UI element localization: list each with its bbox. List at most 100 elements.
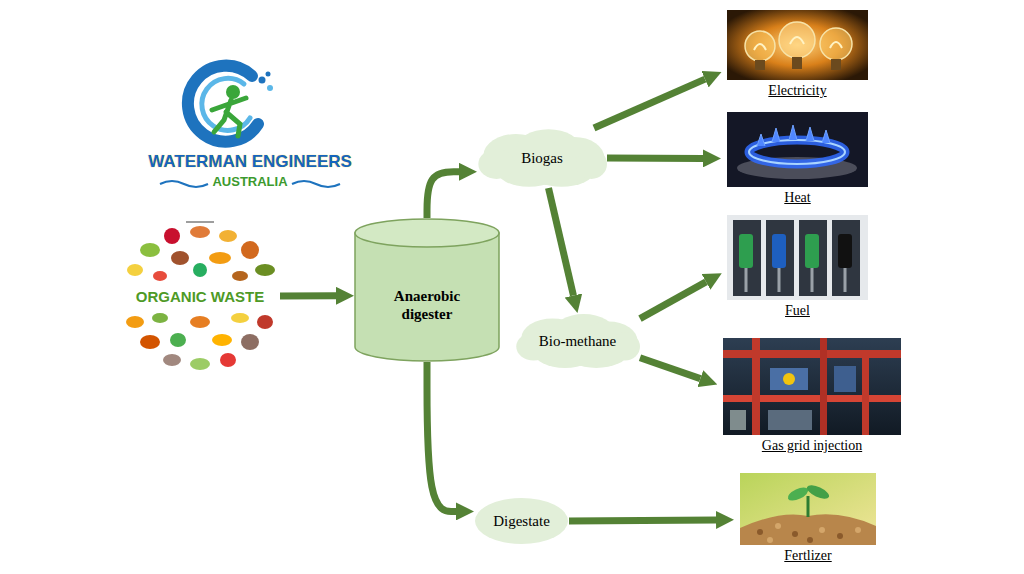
illustration-part xyxy=(837,533,843,539)
illustration-part xyxy=(266,72,271,77)
illustration-part xyxy=(792,531,798,537)
illustration-part xyxy=(755,60,765,70)
illustration-part xyxy=(805,482,831,501)
illustration-part xyxy=(723,350,901,358)
illustration-part xyxy=(820,338,827,435)
illustration-part xyxy=(739,234,753,268)
illustration-part xyxy=(259,77,266,84)
illustration-part xyxy=(730,410,746,430)
illustration-part xyxy=(171,251,189,265)
illustration-part xyxy=(232,271,248,281)
illustration-part xyxy=(862,350,869,435)
illustration-part xyxy=(292,181,340,187)
illustration-part xyxy=(257,315,273,329)
illustration-part xyxy=(219,230,237,242)
cylinder-node: Anaerobic digester xyxy=(354,218,500,362)
illustration-part xyxy=(727,10,868,80)
flow-arrow xyxy=(640,358,700,379)
illustration-part xyxy=(220,353,236,367)
flow-arrow xyxy=(569,520,716,521)
fuel-pump-photo xyxy=(727,215,868,300)
illustration-part xyxy=(241,241,259,259)
illustration-part xyxy=(855,527,861,533)
illustration-part xyxy=(188,66,258,142)
illustration-part xyxy=(255,264,275,276)
image-caption: Fuel xyxy=(785,303,810,319)
image-node: Gas grid injection xyxy=(723,338,901,435)
illustration-part xyxy=(757,125,830,146)
flow-arrow xyxy=(280,292,336,299)
illustration-part xyxy=(807,496,810,517)
illustration-part xyxy=(727,215,868,300)
illustration-part xyxy=(770,368,808,390)
illustration-part xyxy=(805,234,819,268)
illustration-part xyxy=(478,149,514,179)
image-caption: Electricity xyxy=(768,83,826,99)
node-label: Anaerobic digester xyxy=(381,287,473,323)
illustration-part xyxy=(152,313,168,323)
illustration-part xyxy=(209,252,231,264)
illustration-part xyxy=(160,181,208,187)
flow-arrow xyxy=(607,155,703,162)
image-node: Fuel xyxy=(727,215,868,300)
gas-flame-photo xyxy=(727,112,868,187)
flow-arrow xyxy=(427,172,459,218)
illustration-part xyxy=(190,316,210,328)
cloud-node: Biogas xyxy=(477,128,607,188)
illustration-part xyxy=(775,523,781,529)
illustration-part xyxy=(140,335,160,349)
food-illustration xyxy=(126,222,275,370)
node-label: Bio-methane xyxy=(539,333,616,350)
illustration-part xyxy=(163,354,181,366)
illustration-part xyxy=(576,149,607,179)
cloud-node: Bio-methane xyxy=(515,313,640,369)
illustration-part xyxy=(745,31,775,61)
illustration-part xyxy=(820,28,852,60)
illustration-part xyxy=(727,112,868,187)
illustration-part xyxy=(740,473,876,545)
illustration-part xyxy=(193,263,207,277)
node-label: ORGANIC WASTE xyxy=(133,288,267,305)
illustration-part xyxy=(838,234,852,268)
illustration-part xyxy=(186,221,214,223)
illustration-part xyxy=(754,37,842,50)
illustration-part xyxy=(190,358,210,370)
image-caption: Gas grid injection xyxy=(762,438,862,454)
logo-text: WATERMAN ENGINEERS xyxy=(148,152,352,172)
illustration-part xyxy=(475,498,568,544)
illustration-part xyxy=(834,366,856,392)
illustration-part xyxy=(126,316,144,328)
image-node: Fertlizer xyxy=(740,473,876,545)
image-caption: Heat xyxy=(784,190,810,206)
illustration-part xyxy=(772,234,786,268)
illustration-part xyxy=(792,57,802,69)
light-bulb-photo xyxy=(727,10,868,80)
image-node: Heat xyxy=(727,112,868,187)
illustration-part xyxy=(767,537,773,543)
gas-plant-photo xyxy=(723,338,901,435)
sprout-photo xyxy=(740,473,876,545)
illustration-part xyxy=(153,271,167,281)
illustration-part xyxy=(267,85,273,91)
illustration-part xyxy=(212,98,246,136)
illustration-part xyxy=(212,334,232,346)
illustration-part xyxy=(723,395,901,402)
illustration-part xyxy=(164,228,180,244)
flow-arrow xyxy=(640,282,706,319)
node-label: Biogas xyxy=(521,150,563,167)
flow-arrow xyxy=(549,188,574,295)
illustration-part xyxy=(831,59,841,70)
illustration-part xyxy=(190,226,210,238)
illustration-part xyxy=(768,410,812,430)
illustration-part xyxy=(740,514,876,545)
illustration-part xyxy=(226,85,240,99)
illustration-part xyxy=(127,264,143,276)
illustration-part xyxy=(752,338,760,435)
illustration-part xyxy=(783,373,795,385)
illustration-part xyxy=(170,333,186,347)
ellipse-node: Digestate xyxy=(474,497,569,545)
illustration-part xyxy=(746,268,845,292)
image-caption: Fertlizer xyxy=(784,548,831,564)
illustration-part xyxy=(241,334,259,350)
